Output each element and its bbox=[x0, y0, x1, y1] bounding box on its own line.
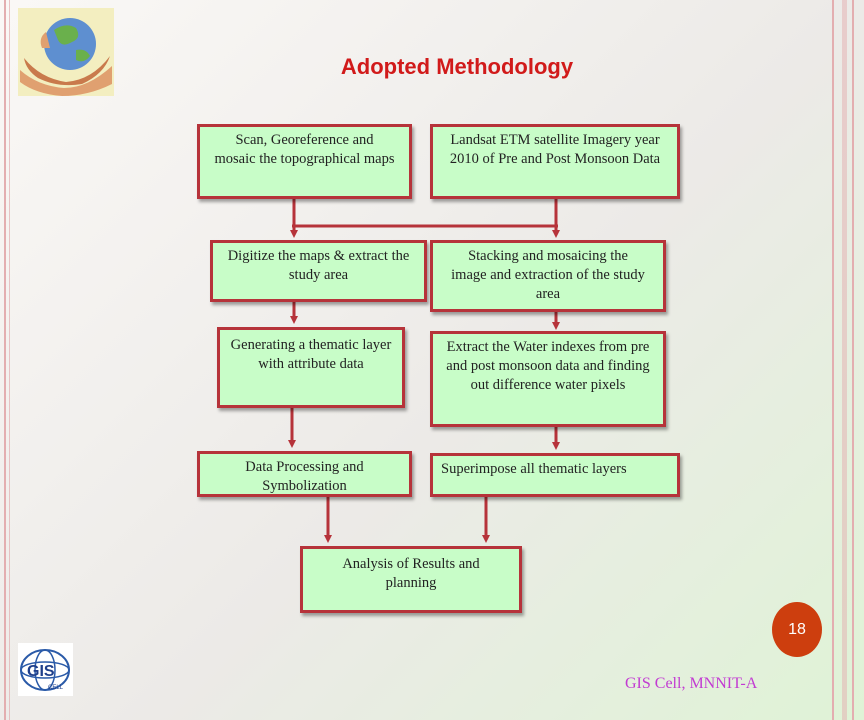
box-extract-water-indexes: Extract the Water indexes from pre and p… bbox=[430, 331, 666, 427]
right-border-line-inner bbox=[842, 0, 847, 720]
box-landsat-imagery: Landsat ETM satellite Imagery year 2010 … bbox=[430, 124, 680, 199]
right-border-line-outer bbox=[852, 0, 854, 720]
left-border-line bbox=[4, 0, 6, 720]
box-stacking-mosaicing: Stacking and mosaicing the image and ext… bbox=[430, 240, 666, 312]
footer-text: GIS Cell, MNNIT-A bbox=[625, 675, 758, 692]
right-border-line bbox=[832, 0, 834, 720]
box-analysis-results: Analysis of Results and planning bbox=[300, 546, 522, 613]
box-data-processing: Data Processing and Symbolization bbox=[197, 451, 412, 497]
box-superimpose-layers: Superimpose all thematic layers bbox=[430, 453, 680, 497]
gis-cell-logo: GIS CELL bbox=[18, 643, 73, 696]
box-generate-thematic-layer: Generating a thematic layer with attribu… bbox=[217, 327, 405, 408]
page-number-badge: 18 bbox=[772, 602, 822, 657]
box-digitize-maps: Digitize the maps & extract the study ar… bbox=[210, 240, 427, 302]
svg-text:CELL: CELL bbox=[48, 685, 64, 691]
box-scan-georeference: Scan, Georeference and mosaic the topogr… bbox=[197, 124, 412, 199]
left-border-line-inner bbox=[9, 0, 10, 720]
globe-in-hands-logo bbox=[18, 8, 114, 96]
svg-text:GIS: GIS bbox=[27, 663, 55, 680]
slide-title: Adopted Methodology bbox=[340, 54, 574, 79]
